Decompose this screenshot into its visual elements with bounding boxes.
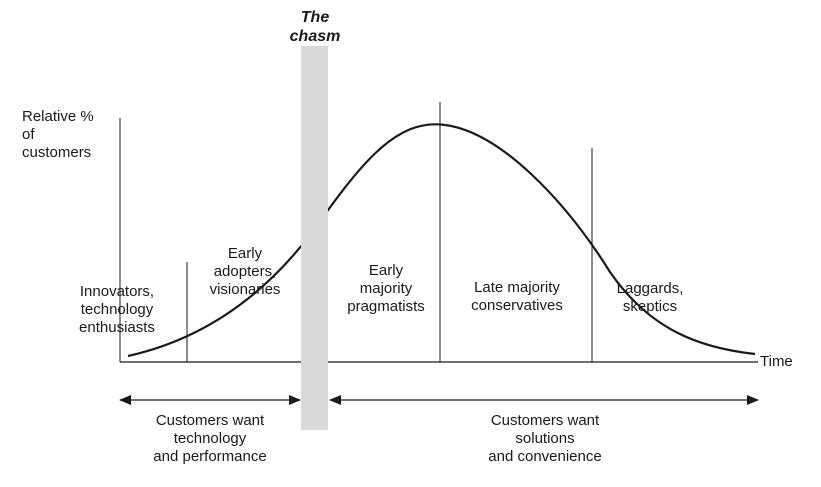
- segment-early-adopters-line3: visionaries: [209, 281, 281, 298]
- y-axis-label-line3: customers: [22, 144, 92, 161]
- segment-late-majority-line2: conservatives: [471, 297, 563, 314]
- segment-laggards-line1: Laggards,: [616, 280, 684, 297]
- segment-early-majority-line2: majority: [359, 280, 413, 297]
- segment-late-majority-line1: Late majority: [474, 279, 560, 296]
- adoption-curve: [127, 123, 756, 358]
- segment-early-majority: Early majority pragmatists: [336, 262, 436, 316]
- chasm-title-line1: The: [300, 9, 330, 26]
- segment-early-adopters: Early adopters, visionaries: [190, 245, 300, 299]
- segment-innovators-line1: Innovators,: [79, 283, 155, 300]
- segment-laggards-line2: skeptics: [622, 298, 678, 315]
- x-axis-label: Time: [760, 353, 793, 370]
- chasm-title-line2: chasm: [289, 28, 341, 45]
- y-axis-label: Relative % of customers: [22, 108, 94, 162]
- segment-innovators-line3: enthusiasts: [79, 319, 155, 336]
- caption-right-line1: Customers want: [490, 412, 600, 429]
- segment-innovators-line2: technology: [80, 301, 154, 318]
- y-axis-label-line2: of: [22, 126, 35, 143]
- caption-left-line3: and performance: [153, 448, 267, 465]
- segment-early-adopters-line1: Early: [227, 245, 263, 262]
- caption-technology-performance: Customers want technology and performanc…: [120, 412, 300, 466]
- segment-early-majority-line3: pragmatists: [347, 298, 425, 315]
- segment-innovators: Innovators, technology enthusiasts: [62, 283, 172, 337]
- segment-early-adopters-line2: adopters,: [213, 263, 277, 280]
- caption-left-line2: technology: [173, 430, 247, 447]
- caption-right-line2: solutions: [515, 430, 575, 447]
- caption-solutions-convenience: Customers want solutions and convenience: [455, 412, 635, 466]
- chasm-band: [301, 46, 328, 430]
- caption-left-line1: Customers want: [155, 412, 265, 429]
- segment-laggards: Laggards, skeptics: [595, 280, 705, 316]
- y-axis-label-line1: Relative %: [22, 108, 94, 125]
- segment-early-majority-line1: Early: [368, 262, 404, 279]
- caption-right-line3: and convenience: [488, 448, 602, 465]
- segment-late-majority: Late majority conservatives: [452, 279, 582, 315]
- chasm-title: The chasm: [285, 8, 345, 46]
